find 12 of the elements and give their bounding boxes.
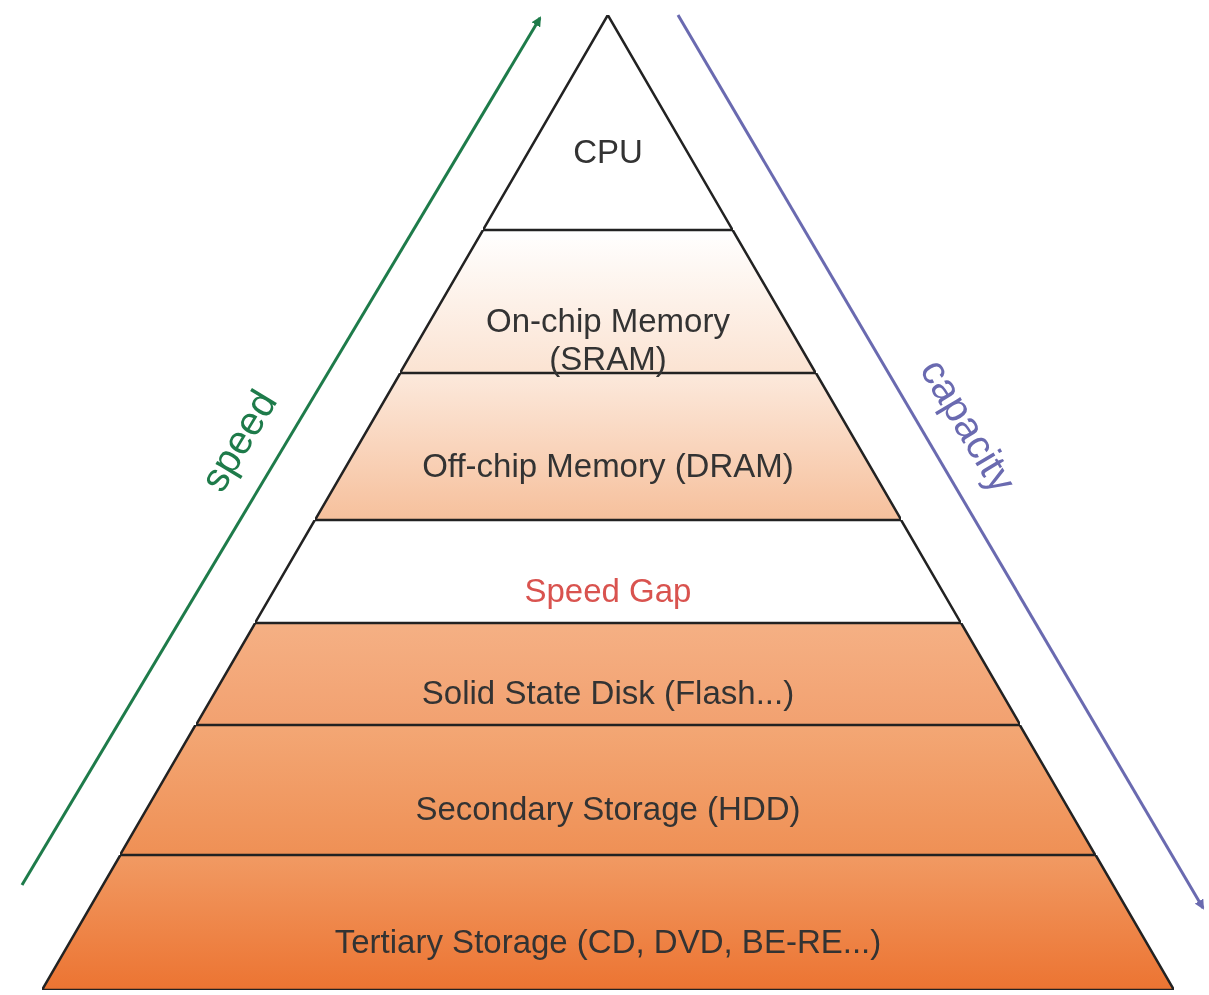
tier-label: On-chip Memory (SRAM) <box>485 301 731 378</box>
tier-label: Secondary Storage (HDD) <box>414 790 802 828</box>
tier-label: Solid State Disk (Flash...) <box>420 674 796 712</box>
tier-label: Speed Gap <box>523 571 693 610</box>
pyramid-tier <box>255 520 961 623</box>
tier-label: Off-chip Memory (DRAM) <box>421 446 795 485</box>
tier-label: Tertiary Storage (CD, DVD, BE-RE...) <box>333 922 883 961</box>
pyramid-tier <box>195 623 1021 725</box>
pyramid-tier <box>120 725 1096 855</box>
tier-label: CPU <box>572 133 644 172</box>
pyramid-apex <box>483 15 733 230</box>
pyramid-tier <box>42 855 1174 990</box>
